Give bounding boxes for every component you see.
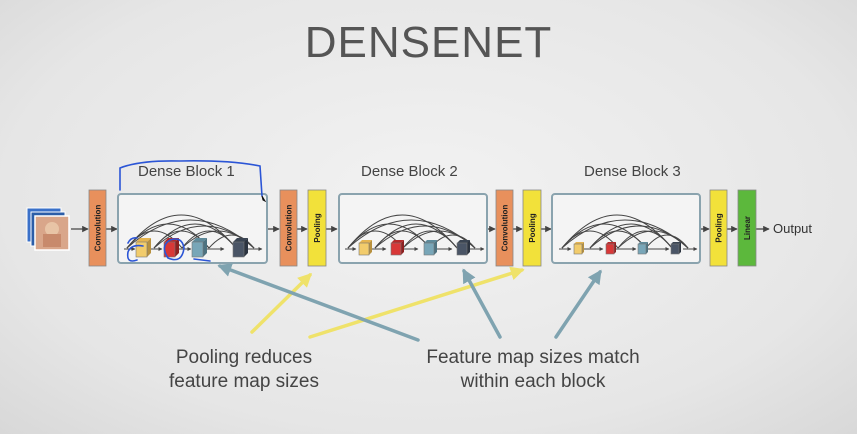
slide-title: DENSENET	[304, 18, 553, 67]
svg-text:Pooling: Pooling	[715, 213, 724, 242]
pooling-caption-line-2: feature map sizes	[169, 371, 319, 392]
pooling-layer-3: Pooling	[709, 189, 728, 267]
feature-callout-arrows	[217, 263, 602, 342]
feature-caption: Feature map sizes match within each bloc…	[408, 346, 658, 394]
dense-block-3	[551, 193, 701, 264]
mouse-cursor-icon	[261, 195, 267, 203]
feature-map-node	[358, 240, 372, 256]
output-label: Output	[773, 221, 812, 236]
svg-text:Convolution: Convolution	[285, 205, 294, 252]
pooling-layer-2: Pooling	[522, 189, 542, 267]
linear-layer: Linear	[737, 189, 757, 267]
feature-map-node	[670, 242, 681, 255]
feature-map-node	[191, 238, 207, 258]
feature-map-node	[456, 240, 470, 256]
feature-caption-line-2: within each block	[460, 371, 606, 392]
feature-map-node	[135, 238, 151, 258]
feature-map-node	[573, 242, 584, 255]
dense-block-1-label: Dense Block 1	[138, 163, 235, 180]
svg-text:Pooling: Pooling	[528, 213, 537, 242]
convolution-layer-2: Convolution	[279, 189, 298, 267]
convolution-layer-3: Convolution	[495, 189, 514, 267]
dense-block-3-label: Dense Block 3	[584, 163, 681, 180]
hand-drawn-annotation	[119, 160, 263, 262]
svg-text:Linear: Linear	[743, 216, 752, 240]
dense-block-1	[117, 193, 268, 264]
feature-map-node	[232, 238, 248, 258]
feature-caption-line-1: Feature map sizes match	[426, 347, 640, 368]
feature-map-node	[423, 240, 437, 256]
convolution-layer-1: Convolution	[88, 189, 107, 267]
input-image-stack	[26, 207, 70, 251]
svg-text:Pooling: Pooling	[313, 213, 322, 242]
dense-block-2	[338, 193, 488, 264]
pooling-caption-line-1: Pooling reduces	[175, 347, 313, 368]
pooling-caption: Pooling reduces feature map sizes	[152, 346, 336, 394]
feature-map-node	[605, 242, 616, 255]
feature-map-node	[390, 240, 404, 256]
pooling-layer-1: Pooling	[307, 189, 327, 267]
pooling-callout-arrows	[250, 266, 525, 339]
svg-text:Convolution: Convolution	[501, 205, 510, 252]
feature-map-node	[637, 242, 648, 255]
dense-block-2-label: Dense Block 2	[361, 163, 458, 180]
svg-text:Convolution: Convolution	[94, 205, 103, 252]
